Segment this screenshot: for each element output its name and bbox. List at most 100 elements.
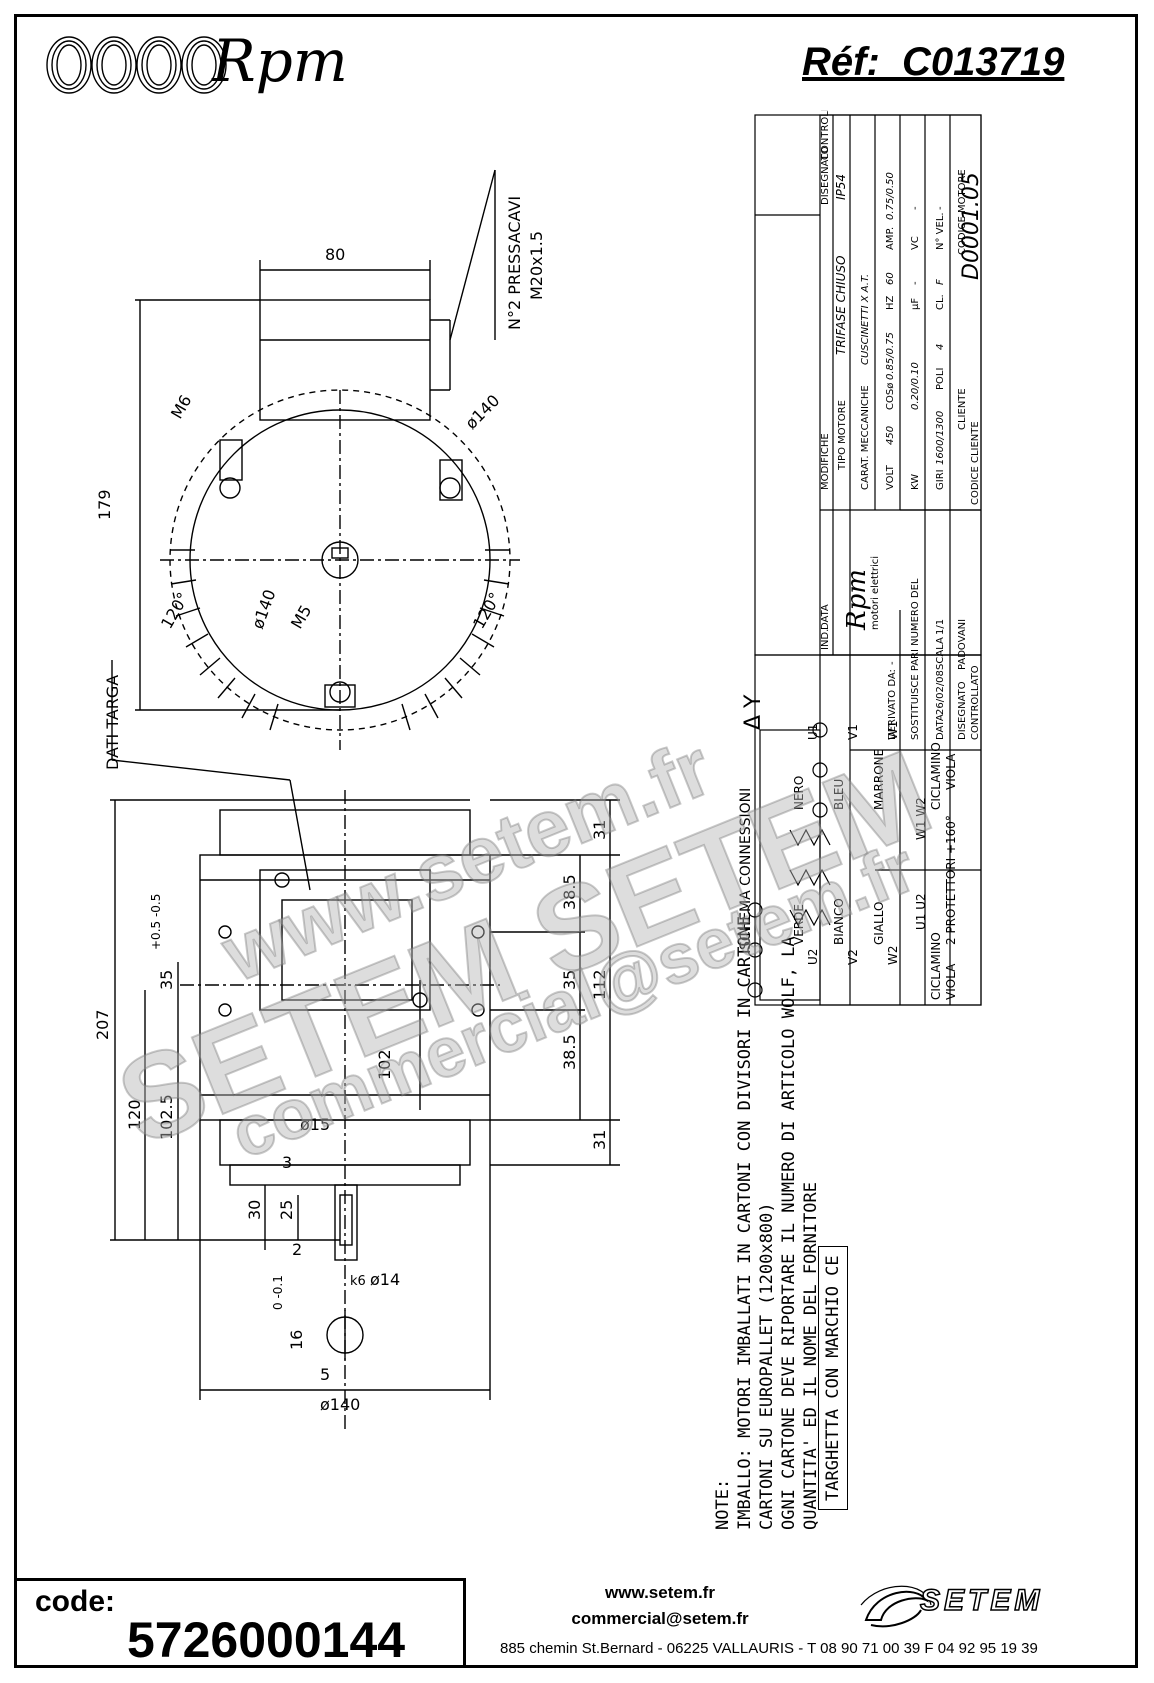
code-label: code:	[35, 1585, 116, 1618]
tb-kw-label: KW	[910, 474, 921, 490]
page-frame	[14, 14, 1138, 1668]
viola-left: VIOLA	[944, 963, 958, 1000]
wire-color-verde: VERDE	[792, 904, 806, 945]
tb-scala: 1/1	[935, 619, 946, 635]
dim-38-5-b: 38.5	[560, 1034, 579, 1070]
tb-cos: 0.85/0.75	[885, 332, 896, 380]
terminals-right: W1 W2	[914, 797, 928, 840]
m20-label: M20x1.5	[527, 231, 546, 300]
dim-80: 80	[325, 245, 345, 264]
tb-volt: 450	[885, 426, 896, 445]
wire-code-v1: V1	[846, 724, 860, 740]
reference-number: Réf: C013719	[802, 40, 1065, 84]
address-line: 885 chemin St.Bernard - 06225 VALLAURIS …	[500, 1640, 1038, 1657]
targhetta-box: TARGHETTA CON MARCHIO CE	[818, 1246, 848, 1510]
tb-codice-motore-label: CODICE MOTORE	[957, 169, 968, 255]
dim-112: 112	[590, 969, 609, 1000]
note-line: NOTE:	[713, 1478, 733, 1530]
dim-120: 120	[125, 1099, 144, 1130]
dim-102-5: 102.5	[157, 1094, 176, 1140]
dim-30: 30	[245, 1200, 264, 1220]
tb-derivato: -	[887, 661, 898, 665]
dim-2: 2	[292, 1240, 302, 1259]
tb-company-sub: motori elettrici	[870, 556, 881, 630]
tb-hz: 60	[885, 272, 896, 285]
tb-uf: -	[910, 281, 921, 285]
terminals-left: U1 U2	[914, 893, 928, 930]
wire-code-w1: W1	[886, 721, 900, 741]
note-line: CARTONI SU EUROPALLET (1200x800)	[757, 1202, 777, 1530]
dim-3: 3	[282, 1153, 292, 1172]
tb-codice-cliente-label: CODICE CLIENTE	[970, 421, 981, 505]
tb-derivato-label: DERIVATO DA:	[887, 669, 898, 740]
tb-ind: IND.	[820, 629, 831, 650]
dim-m5: M5	[287, 602, 315, 632]
tb-cos-label: COSø	[885, 383, 896, 410]
dim-35-a: 35	[157, 970, 176, 990]
dim-m6: M6	[167, 392, 195, 422]
pressacavi-label: N°2 PRESSACAVI	[505, 196, 524, 330]
tb-poli: 4	[935, 344, 946, 350]
tb-disegnato-label: DISEGNATO	[957, 681, 968, 740]
tb-poli-label: POLI	[935, 368, 946, 390]
notes-block: NOTE: IMBALLO: MOTORI IMBALLATI IN CARTO…	[712, 916, 822, 1530]
dim-tol16: 0 -0.1	[271, 1275, 285, 1310]
dim-35-b: 35	[560, 970, 579, 990]
dim-d140-c: ø140	[320, 1395, 360, 1414]
tb-giri: 1600/1300	[935, 411, 946, 465]
tb-hz-label: HZ	[885, 295, 896, 310]
tb-controllato-label: CONTROLLATO	[970, 665, 981, 740]
dim-d140-a: ø140	[461, 391, 503, 433]
tb-carat: CUSCINETTI X A.T.	[860, 274, 871, 365]
tb-controllato: CONTROLLATO	[820, 110, 831, 160]
dim-31-b: 31	[590, 1130, 609, 1150]
tb-carat-label: CARAT. MECCANICHE	[860, 385, 871, 490]
dim-angle-1: 120°	[157, 589, 193, 632]
ciclamino-left: CICLAMINO	[929, 932, 943, 1000]
tb-cl-label: CL.	[935, 294, 946, 310]
tb-codice-motore: D0001.05	[959, 172, 984, 280]
dim-16: 16	[287, 1330, 306, 1350]
website-link[interactable]: www.setem.fr	[605, 1583, 715, 1602]
logo-text: Rpm	[212, 27, 348, 95]
dim-25: 25	[277, 1200, 296, 1220]
tb-uf-label: μF	[910, 298, 921, 310]
wire-end-bleu: BLEU	[832, 779, 846, 810]
contact-block: www.setem.fr commercial@setem.fr	[520, 1580, 800, 1632]
dim-k6: k6	[350, 1274, 366, 1289]
dim-179: 179	[95, 489, 114, 520]
tb-data-row-label: DATA	[935, 714, 946, 740]
wire-color-giallo: GIALLO	[872, 902, 886, 945]
code-value: 5726000144	[127, 1612, 406, 1668]
title-block-lines	[754, 114, 982, 1006]
code-box: code: 5726000144	[14, 1578, 466, 1668]
tb-disegnato: DISEGNATO	[820, 146, 831, 205]
wire-end-nero: NERO	[792, 776, 806, 810]
note-line: OGNI CARTONE DEVE RIPORTARE IL NUMERO DI…	[779, 936, 799, 1530]
email-link[interactable]: commercial@setem.fr	[571, 1609, 749, 1628]
tb-vc: -	[910, 206, 921, 210]
tb-modifiche: MODIFICHE	[820, 433, 831, 490]
dati-targa-label: DATI TARGA	[103, 675, 122, 770]
dim-d15: ø15	[300, 1115, 330, 1134]
tb-ip: IP54	[834, 174, 848, 200]
tb-data-row: 26/02/08	[935, 670, 946, 715]
dim-207: 207	[93, 1009, 112, 1040]
viola-right: VIOLA	[944, 753, 958, 790]
dim-angle-2: 120°	[469, 589, 505, 632]
tb-amp: 0.75/0.50	[885, 172, 896, 220]
wire-code-w2: W2	[886, 946, 900, 966]
tb-sostituisce: -	[910, 626, 921, 630]
wire-code-u2: U2	[806, 949, 820, 965]
ciclamino-right: CICLAMINO	[929, 742, 943, 810]
tb-nvel: -	[935, 206, 946, 210]
note-line: IMBALLO: MOTORI IMBALLATI IN CARTONI CON…	[735, 915, 755, 1530]
tb-volt-label: VOLT	[885, 464, 896, 490]
wire-code-u1: U1	[806, 724, 820, 740]
dim-d140-b: ø140	[248, 587, 280, 631]
dim-31-a: 31	[590, 820, 609, 840]
dim-102: 102	[375, 1049, 394, 1080]
tb-giri-label: GIRI	[935, 469, 946, 490]
tb-nvel-label: N° VEL.	[935, 212, 946, 250]
dim-tolerance: +0.5 -0.5	[149, 894, 163, 950]
